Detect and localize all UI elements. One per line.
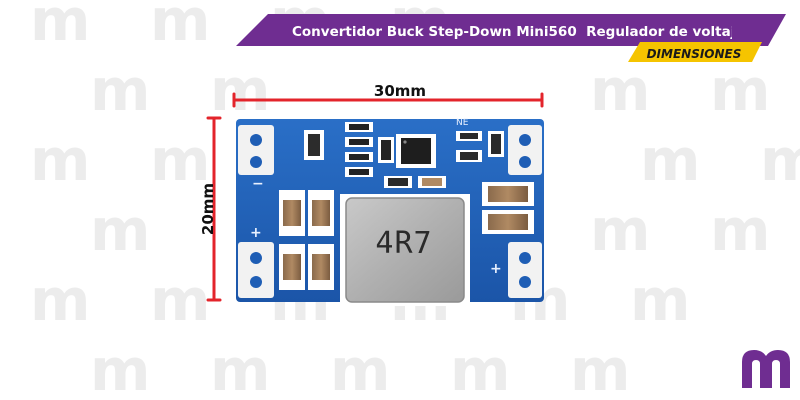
silkscreen-minus-input: − — [252, 176, 264, 192]
input-capacitors — [279, 190, 334, 290]
logo-mark — [742, 350, 790, 388]
title-band — [236, 14, 786, 46]
mounting-holes — [250, 134, 531, 288]
silkscreen-ne: NE — [456, 118, 469, 128]
inductor — [340, 194, 470, 306]
silkscreen-plus-output: + — [490, 261, 502, 277]
corner-pads — [238, 125, 542, 298]
resistor-array — [345, 122, 394, 177]
dimensions-tag: DIMENSIONES — [646, 47, 742, 61]
right-smd-group — [456, 131, 504, 162]
width-label: 30mm — [373, 82, 427, 100]
banner-title: Convertidor Buck Step-Down Mini560 Regul… — [292, 24, 732, 40]
title-banner — [236, 14, 786, 62]
tag-band — [628, 42, 762, 62]
middle-smd-row — [384, 176, 446, 188]
silkscreen-plus-input: + — [250, 225, 262, 241]
inductor-marking: 4R7 — [375, 226, 433, 261]
output-capacitors — [482, 182, 534, 234]
regulator-ic — [396, 134, 436, 168]
